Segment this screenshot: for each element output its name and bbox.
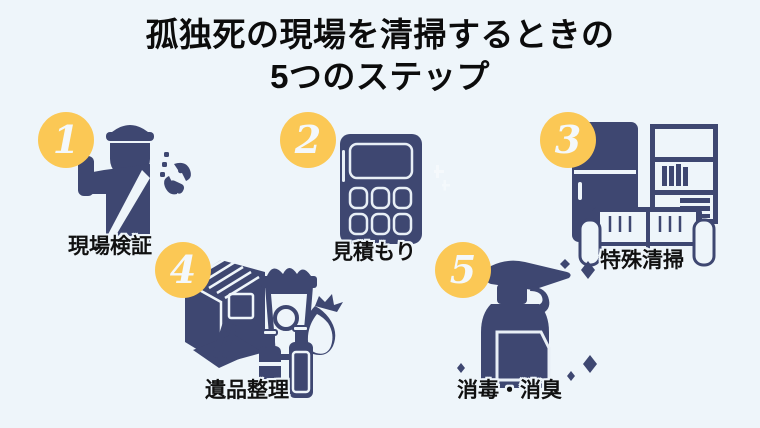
page-title: 孤独死の現場を清掃するときの 5つのステップ — [0, 14, 760, 98]
step-4: 4 遺品整理 — [155, 242, 365, 412]
step-1: 1 現場検証 — [38, 112, 238, 262]
step-5-badge: 5 — [435, 242, 491, 298]
step-4-label: 遺品整理 — [205, 379, 289, 402]
step-3: 3 特殊清掃 — [540, 112, 750, 282]
step-2-badge: 2 — [280, 112, 336, 168]
step-4-badge: 4 — [155, 242, 211, 298]
calculator-icon — [340, 134, 450, 244]
spray-bottle-icon — [457, 260, 597, 388]
step-3-badge: 3 — [540, 112, 596, 168]
step-5: 5 消毒・消臭 — [435, 242, 635, 412]
step-1-label: 現場検証 — [68, 235, 152, 258]
step-2-label: 見積もり — [332, 241, 416, 264]
step-5-label: 消毒・消臭 — [457, 379, 562, 402]
step-2: 2 見積もり — [280, 112, 470, 267]
step-3-label: 特殊清掃 — [600, 249, 684, 272]
title-line-1: 孤独死の現場を清掃するときの — [145, 16, 615, 53]
title-line-2: 5つのステップ — [270, 58, 490, 96]
step-1-badge: 1 — [38, 112, 94, 168]
police-officer-phone-icon — [78, 125, 191, 244]
